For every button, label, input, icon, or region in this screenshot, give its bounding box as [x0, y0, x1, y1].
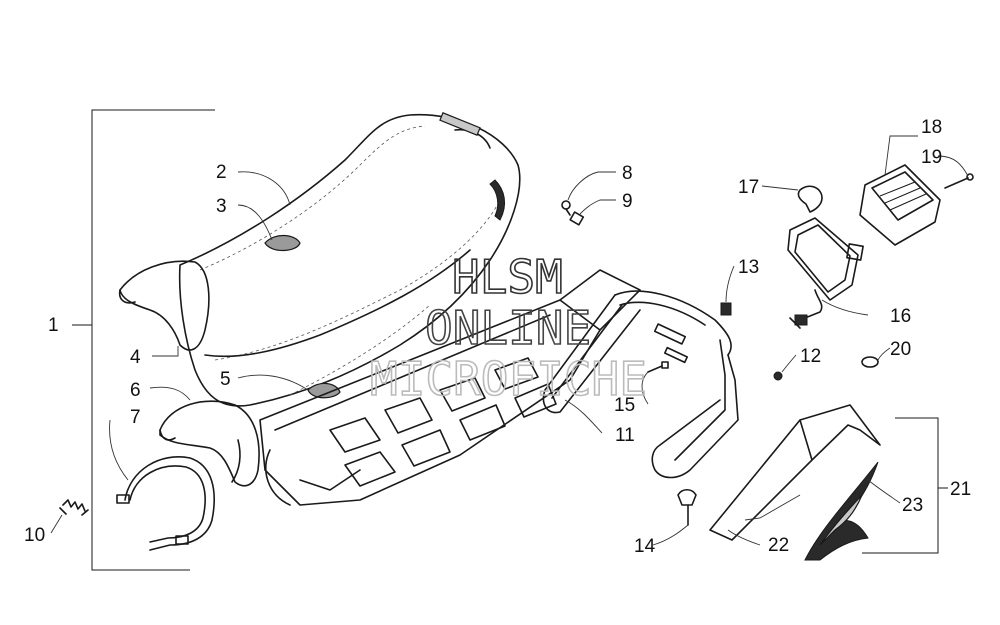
bracket-1 [72, 109, 215, 571]
callout-14: 14 [634, 536, 656, 557]
taillight-base-16 [787, 217, 864, 329]
rear-rack-11 [542, 290, 739, 479]
callout-22: 22 [768, 535, 789, 556]
callout-21: 21 [950, 479, 971, 500]
nut-12 [773, 371, 783, 381]
callout-18: 18 [921, 117, 942, 138]
callout-15: 15 [614, 395, 635, 416]
bulb-17 [797, 185, 823, 213]
screw-15 [647, 361, 669, 373]
watermark-line-2: ONLINE [425, 301, 591, 355]
callout-4: 4 [130, 347, 141, 368]
screw-19 [944, 173, 974, 189]
strap-7 [116, 456, 215, 551]
callout-1: 1 [48, 315, 59, 336]
callout-19: 19 [921, 147, 942, 168]
seat [118, 112, 521, 407]
callout-20: 20 [890, 339, 911, 360]
nut-13 [720, 302, 732, 316]
callout-12: 12 [800, 346, 821, 367]
lens-18 [859, 164, 941, 246]
flap-22 [709, 404, 881, 541]
callout-9: 9 [622, 191, 633, 212]
decal-5 [307, 382, 341, 399]
callout-3: 3 [216, 196, 227, 217]
leader-lines [50, 135, 969, 546]
ring-20 [861, 356, 879, 368]
callout-6: 6 [130, 380, 141, 401]
callout-labels: 1 2 3 4 5 6 7 8 9 10 11 12 13 14 15 16 1… [24, 117, 971, 557]
callout-16: 16 [890, 306, 911, 327]
bracket-21 [862, 417, 948, 554]
callout-17: 17 [738, 177, 759, 198]
knob-14 [677, 488, 697, 526]
callout-23: 23 [902, 495, 923, 516]
callout-5: 5 [220, 369, 231, 390]
callout-7: 7 [130, 407, 141, 428]
callout-11: 11 [615, 425, 635, 446]
decal-3 [264, 234, 301, 252]
callout-10: 10 [24, 525, 45, 546]
callout-2: 2 [216, 162, 227, 183]
callout-13: 13 [738, 257, 759, 278]
fastener-8-9 [561, 200, 585, 226]
callout-8: 8 [622, 163, 633, 184]
front-cover-6 [159, 400, 260, 487]
spring-10 [59, 499, 89, 516]
watermark-line-1: HLSM [452, 250, 563, 304]
decal-23 [804, 461, 879, 561]
watermark-line-3: MICROFICHE [370, 352, 647, 406]
watermark: HLSM ONLINE MICROFICHE [369, 249, 648, 407]
seat-base [259, 269, 641, 506]
